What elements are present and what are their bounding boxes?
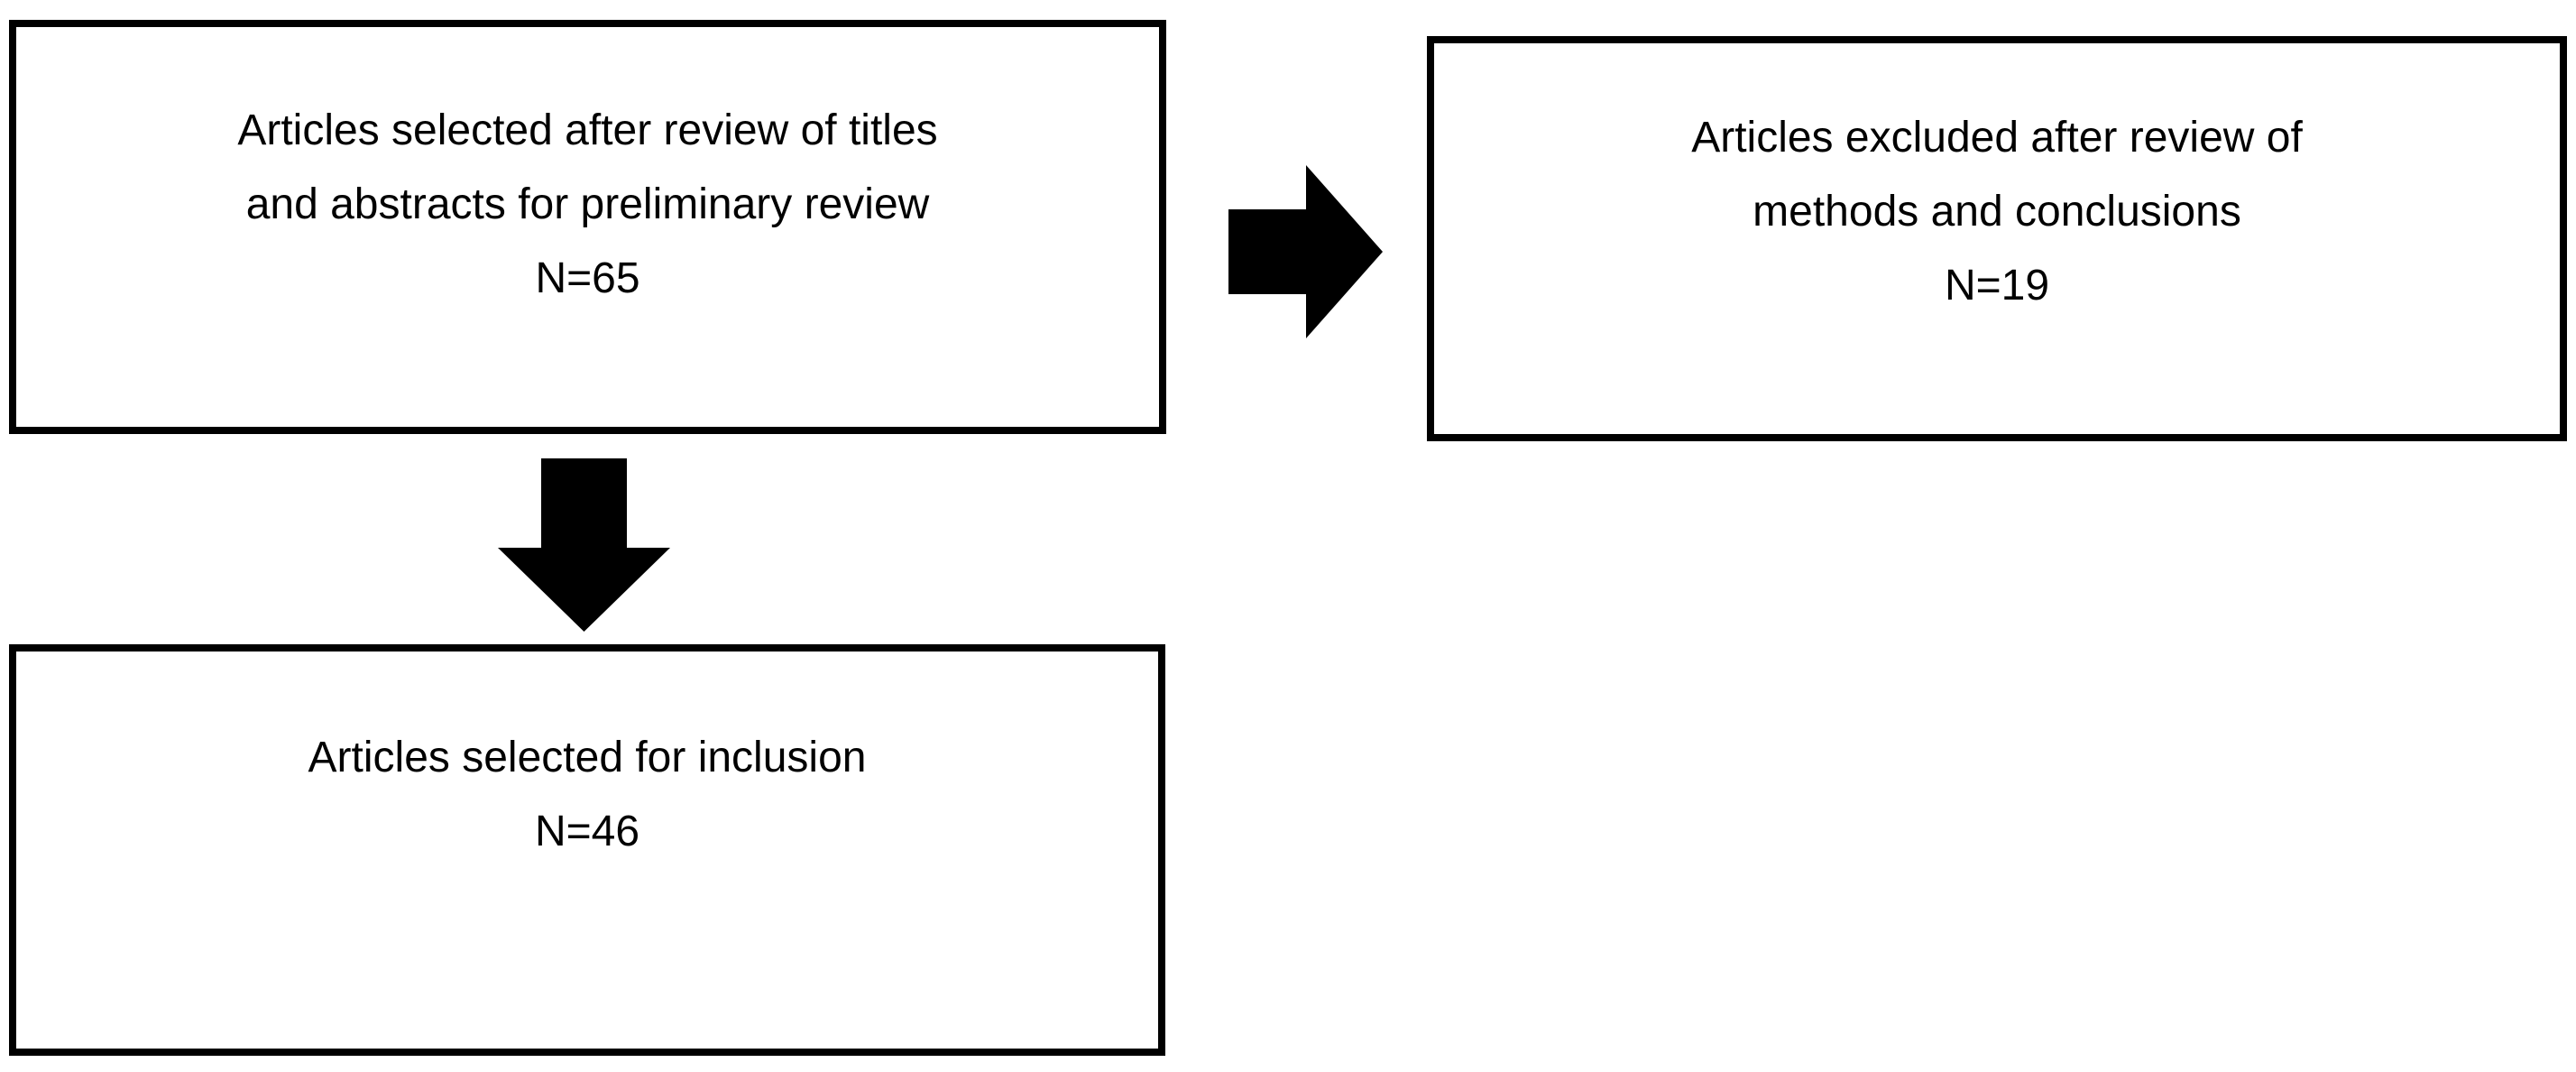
node-articles-excluded: Articles excluded after review of method… xyxy=(1427,36,2567,441)
node-text-line: Articles selected for inclusion xyxy=(308,734,867,781)
node-count-label: N=46 xyxy=(534,808,640,855)
node-text-line: Articles selected after review of titles xyxy=(237,106,938,154)
block-arrow-right-shape xyxy=(1228,165,1383,338)
node-text-line: methods and conclusions xyxy=(1753,188,2241,236)
node-text-line: and abstracts for preliminary review xyxy=(245,180,930,228)
block-arrow-down-icon xyxy=(498,458,670,632)
node-articles-included: Articles selected for inclusion N=46 xyxy=(9,644,1165,1056)
node-articles-selected-preliminary: Articles selected after review of titles… xyxy=(9,20,1166,434)
block-arrow-down-shape xyxy=(498,458,670,632)
node-count-label: N=65 xyxy=(535,254,640,302)
node-count-label: N=19 xyxy=(1944,262,2050,310)
block-arrow-right-icon xyxy=(1228,165,1383,338)
node-text-line: Articles excluded after review of xyxy=(1691,114,2303,162)
